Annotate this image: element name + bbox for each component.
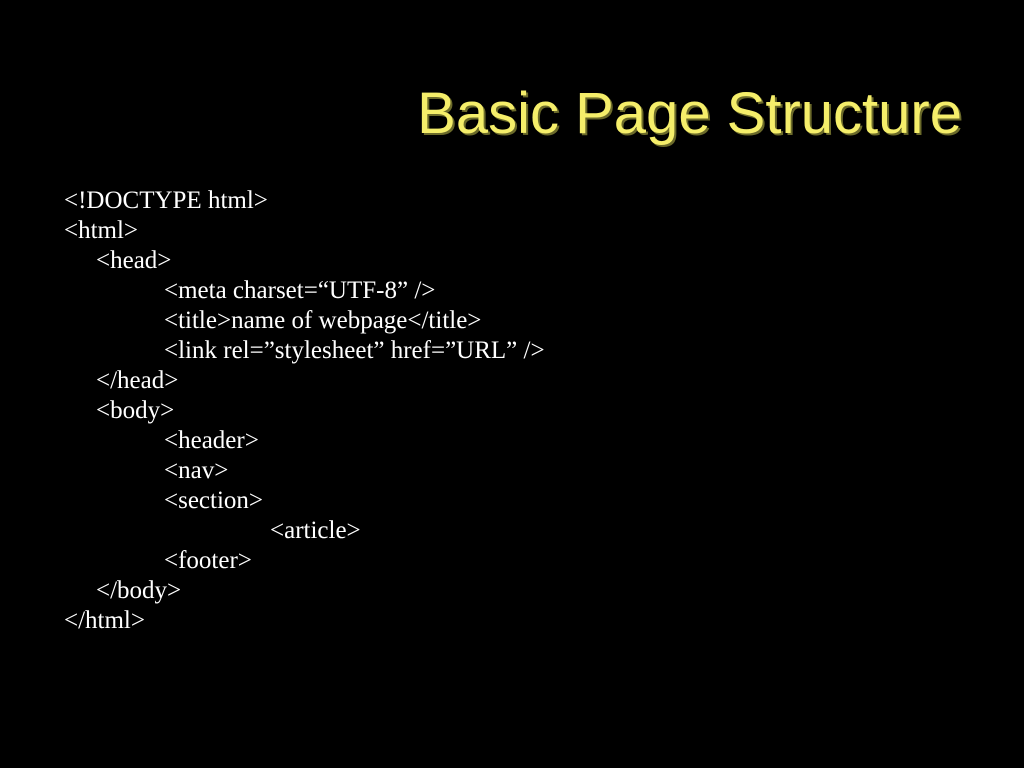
code-line: <footer> xyxy=(164,547,252,574)
slide-title: Basic Page Structure xyxy=(417,81,962,146)
code-line: <!DOCTYPE html> xyxy=(64,187,268,214)
code-line: <title>name of webpage</title> xyxy=(164,307,482,334)
code-line: <body> xyxy=(96,397,175,424)
code-line: </head> xyxy=(96,367,179,394)
code-line: <link rel=”stylesheet” href=”URL” /> xyxy=(164,337,545,364)
code-listing: <!DOCTYPE html> <html> <head> <meta char… xyxy=(64,186,545,636)
code-line: <nav> xyxy=(164,457,229,484)
code-line: </html> xyxy=(64,607,145,634)
code-line: <article> xyxy=(270,517,361,544)
code-line: <html> xyxy=(64,217,139,244)
code-line: <section> xyxy=(164,487,264,514)
code-line: <head> xyxy=(96,247,172,274)
code-line: </body> xyxy=(96,577,182,604)
code-line: <meta charset=“UTF-8” /> xyxy=(164,277,436,304)
code-line: <header> xyxy=(164,427,259,454)
